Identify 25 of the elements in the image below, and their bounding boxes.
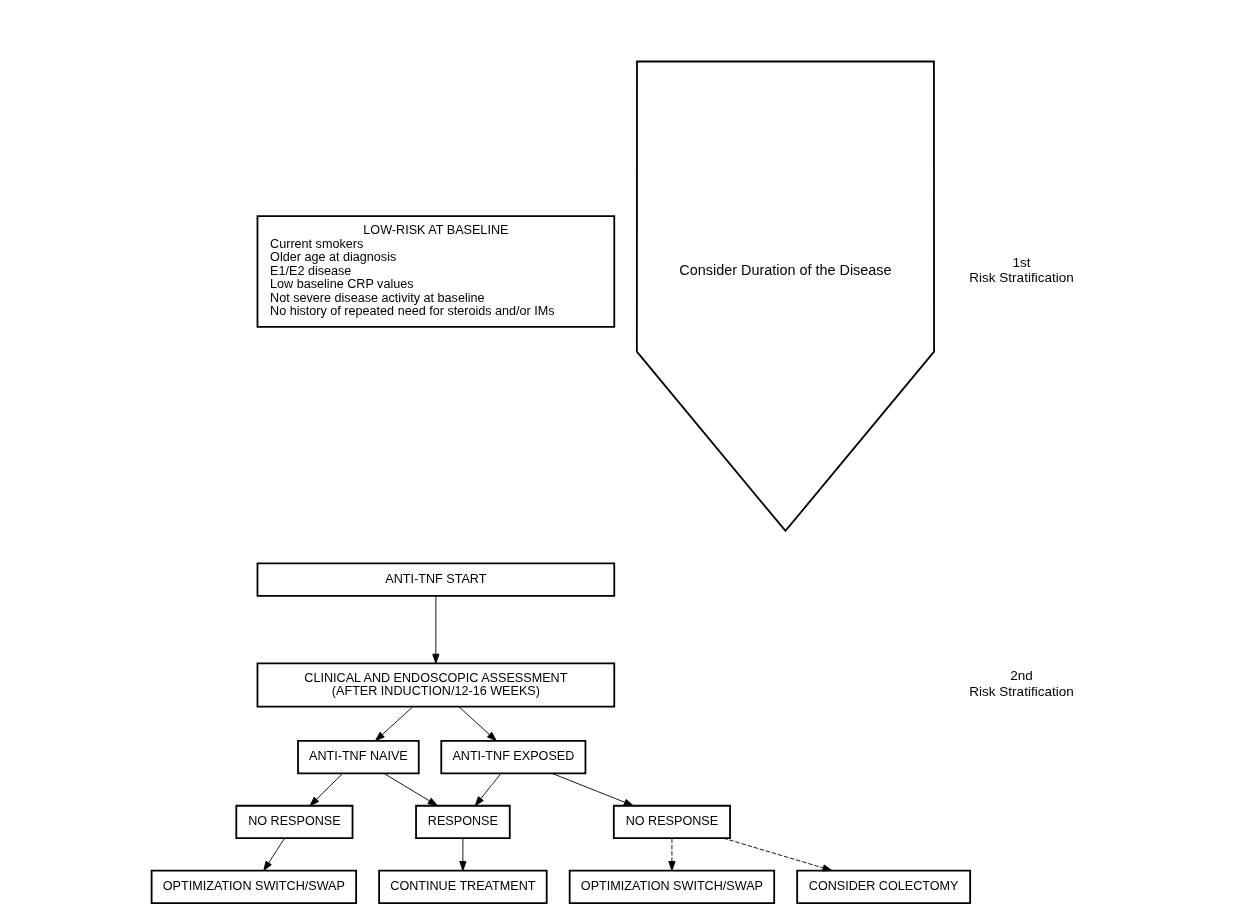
node-box: ANTI-TNF START — [256, 562, 615, 597]
arrow — [722, 837, 832, 872]
node-box: RESPONSE — [414, 804, 511, 840]
arrow — [383, 772, 438, 807]
arrow — [474, 773, 501, 807]
node-box: OPTIMIZATION SWITCH/SWAP — [150, 869, 357, 904]
arrow — [551, 772, 634, 807]
node-box: ANTI-TNF NAIVE — [296, 739, 420, 775]
node-box: CONTINUE TREATMENT — [377, 869, 548, 904]
arrow — [667, 838, 676, 871]
node-box: LOW-RISK AT BASELINE Current smokers Older age at diagnosis E1/E2 disease Low baseline CRP values Not severe disease activity at baseline No history of repeated need for steroids and/or IMs — [256, 215, 615, 328]
arrow — [431, 595, 439, 664]
node-box: NO RESPONSE — [612, 804, 731, 840]
label: 1st Risk Stratification — [968, 254, 1074, 286]
node-box: CONSIDER COLECTOMY — [795, 869, 971, 904]
node-box: CLINICAL AND ENDOSCOPIC ASSESSMENT (AFTER INDUCTION/12-16 WEEKS) — [256, 662, 615, 708]
node-box: OPTIMIZATION SWITCH/SWAP — [568, 869, 775, 904]
arrow — [458, 838, 466, 871]
arrow — [309, 773, 343, 807]
node-box: NO RESPONSE — [234, 804, 353, 840]
node-box: ANTI-TNF EXPOSED — [439, 739, 586, 775]
arrow — [374, 706, 413, 742]
arrow — [458, 706, 497, 742]
arrow — [262, 838, 285, 871]
label: 2nd Risk Stratification — [968, 668, 1074, 699]
